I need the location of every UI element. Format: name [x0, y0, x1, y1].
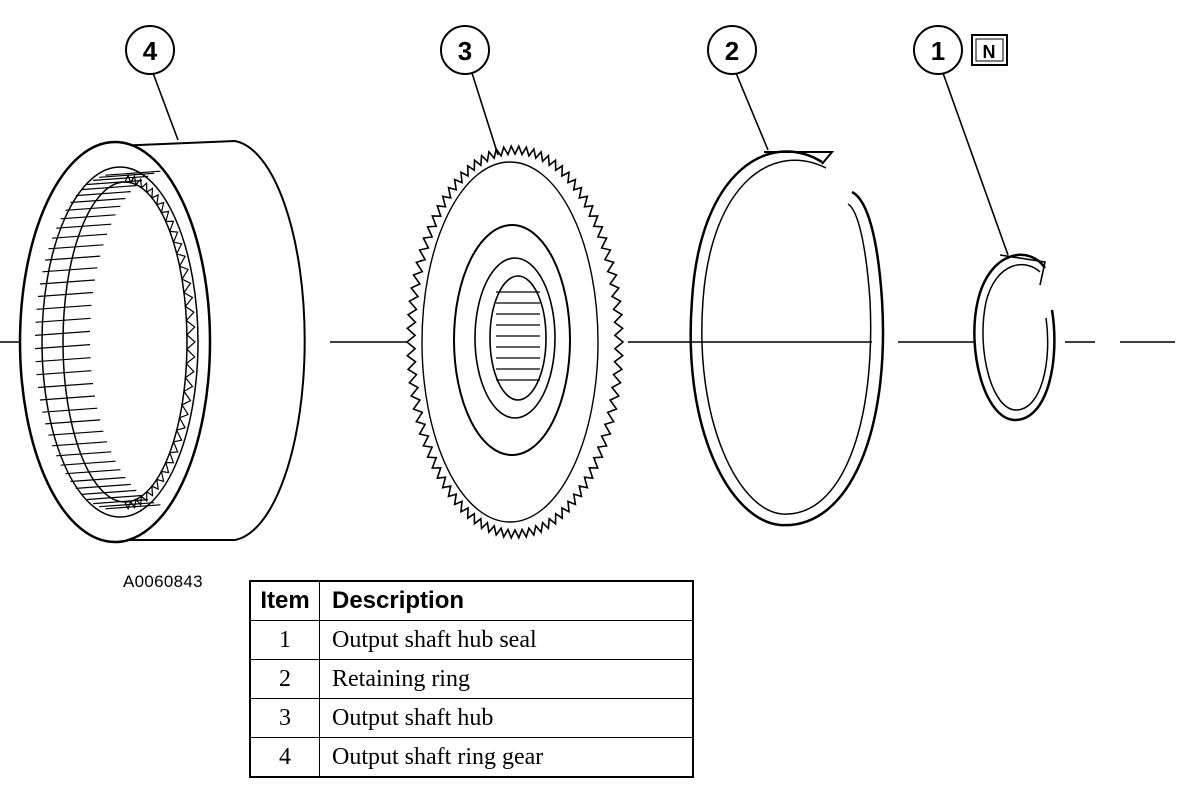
legend-item-number: 2 — [249, 659, 320, 699]
legend-item-description: Output shaft hub — [319, 698, 694, 738]
new-part-flag: N — [971, 34, 1008, 66]
table-row: 2 Retaining ring — [249, 659, 694, 699]
table-row: 3 Output shaft hub — [249, 698, 694, 738]
legend-item-description: Retaining ring — [319, 659, 694, 699]
callout-1: 1 — [913, 25, 963, 75]
legend-item-number: 3 — [249, 698, 320, 738]
legend-item-description: Output shaft ring gear — [319, 737, 694, 778]
legend-item-description: Output shaft hub seal — [319, 620, 694, 660]
svg-text:2: 2 — [725, 36, 739, 66]
svg-text:N: N — [983, 42, 996, 62]
svg-text:1: 1 — [931, 36, 945, 66]
output-shaft-ring-gear-drawing — [18, 139, 306, 544]
output-shaft-hub-drawing — [405, 144, 625, 540]
exploded-view-illustration: 4 3 2 1 N — [0, 25, 1175, 544]
svg-text:4: 4 — [143, 36, 158, 66]
svg-text:3: 3 — [458, 36, 472, 66]
legend-item-number: 1 — [249, 620, 320, 660]
parts-legend-table: Item Description 1 Output shaft hub seal… — [249, 580, 694, 778]
output-shaft-hub-seal-drawing — [973, 253, 1056, 422]
callout-3: 3 — [440, 25, 490, 75]
legend-header-row: Item Description — [249, 580, 694, 621]
figure-id: A0060843 — [123, 572, 203, 591]
callout-leader-lines — [152, 72, 1009, 256]
retaining-ring-drawing — [689, 150, 885, 527]
callout-4: 4 — [125, 25, 175, 75]
legend-header-item: Item — [249, 580, 320, 621]
legend-item-number: 4 — [249, 737, 320, 778]
legend-header-description: Description — [319, 580, 694, 621]
table-row: 4 Output shaft ring gear — [249, 737, 694, 778]
callout-2: 2 — [707, 25, 757, 75]
table-row: 1 Output shaft hub seal — [249, 620, 694, 660]
